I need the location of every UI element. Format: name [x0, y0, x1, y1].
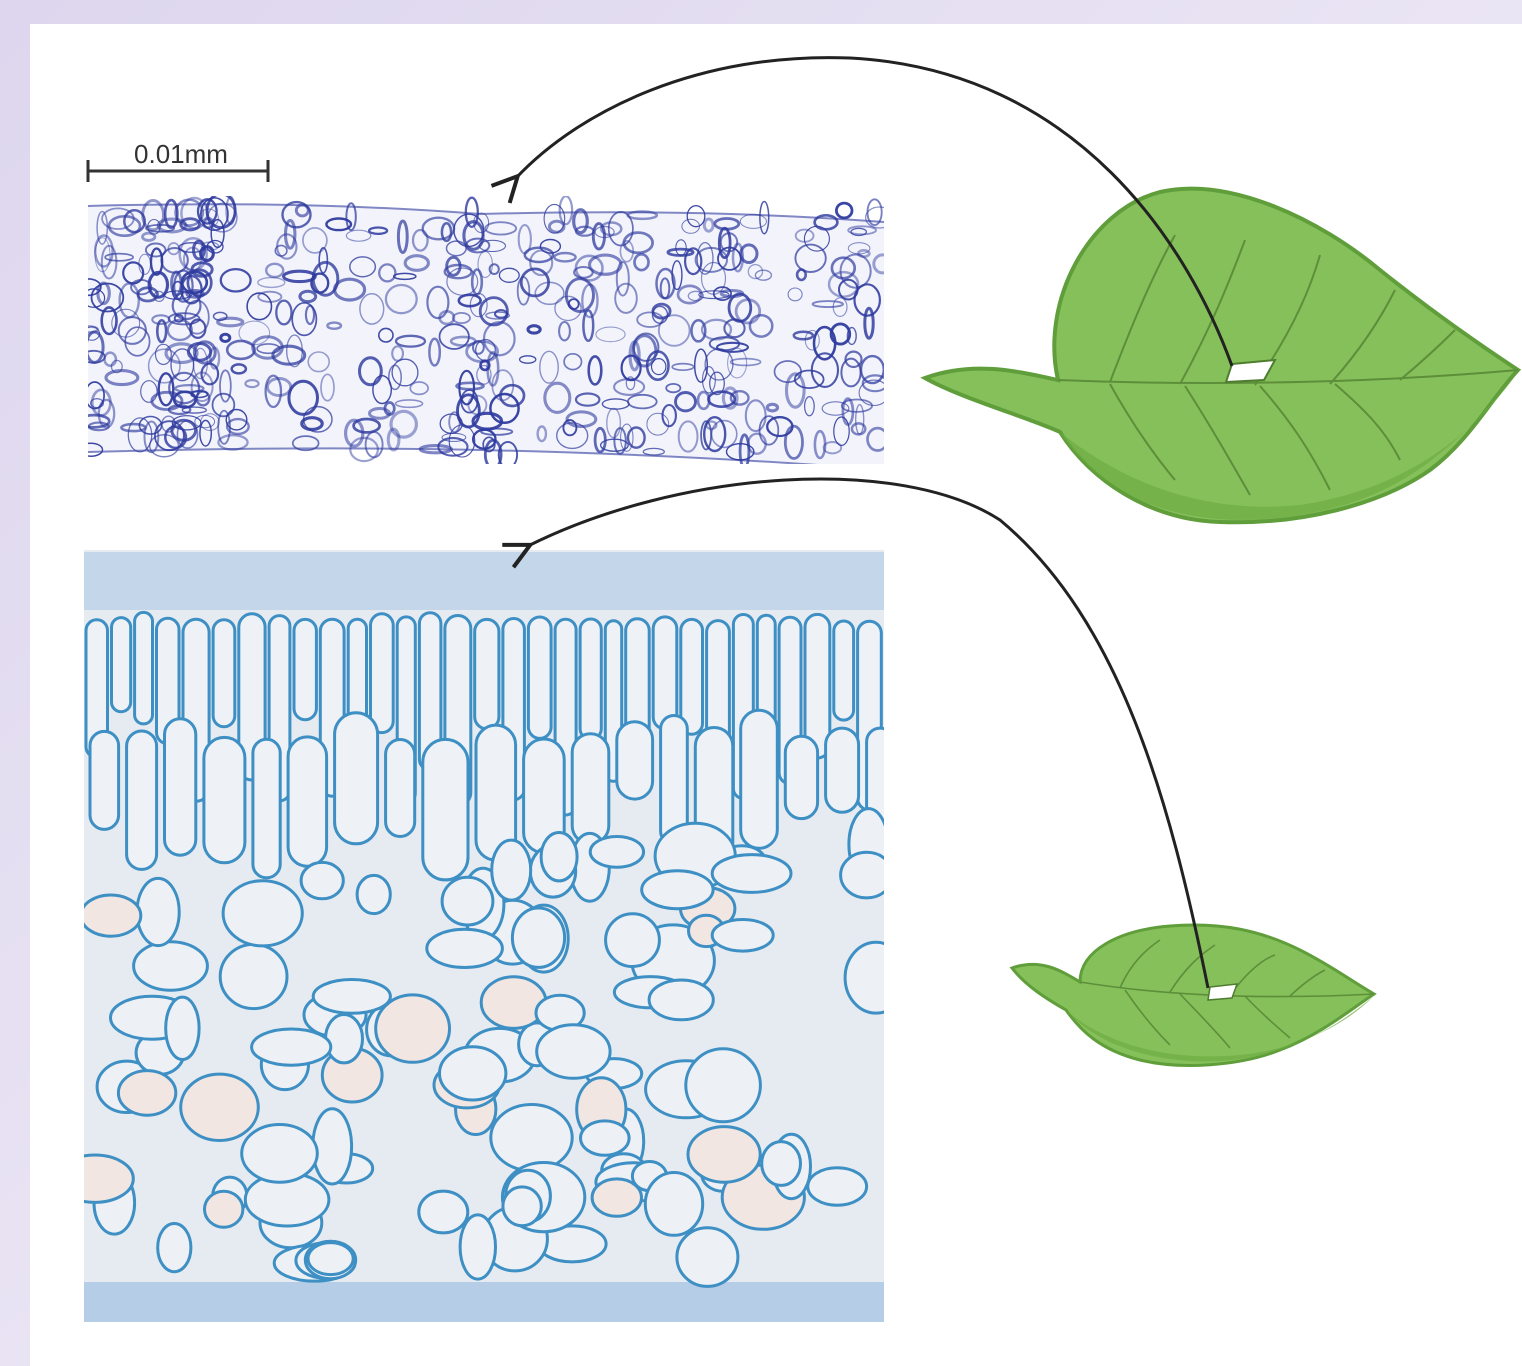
- palisade-cell: [681, 619, 703, 734]
- spongy-cell: [686, 1049, 761, 1122]
- spongy-cell: [688, 1127, 760, 1183]
- scale-bar: 0.01mm: [88, 139, 268, 182]
- palisade-cell: [617, 722, 653, 799]
- spongy-cell: [220, 944, 287, 1008]
- palisade-cell: [112, 618, 131, 712]
- palisade-cell: [741, 710, 778, 848]
- palisade-cell: [204, 737, 245, 862]
- spongy-cell: [301, 862, 343, 898]
- spongy-cell: [223, 881, 302, 946]
- palisade-cell: [475, 619, 499, 728]
- palisade-cell: [135, 612, 153, 724]
- thick-leaf-section: [56, 550, 907, 1322]
- thin-leaf-section: [76, 194, 893, 470]
- spongy-cell: [242, 1125, 318, 1183]
- spongy-cell: [134, 942, 208, 991]
- spongy-cell: [308, 1243, 353, 1275]
- spongy-cell: [762, 1142, 801, 1186]
- spongy-cell: [845, 942, 907, 1013]
- upper-epidermis: [84, 552, 884, 610]
- spongy-cell: [481, 977, 546, 1029]
- spongy-cell: [712, 920, 773, 952]
- spongy-cell: [56, 1155, 133, 1202]
- scale-bar-label: 0.01mm: [134, 139, 228, 169]
- spongy-cell: [649, 980, 713, 1020]
- palisade-cell: [165, 719, 196, 855]
- spongy-cell: [677, 1228, 738, 1287]
- palisade-cell: [572, 734, 609, 844]
- spongy-cell: [642, 871, 713, 909]
- spongy-cell: [118, 1071, 175, 1116]
- palisade-cell: [580, 619, 601, 739]
- palisade-layer: [86, 612, 894, 880]
- spongy-cell: [419, 1191, 468, 1233]
- spongy-cell: [205, 1191, 243, 1227]
- spongy-cell: [512, 908, 564, 967]
- spongy-cell: [503, 1187, 541, 1226]
- spongy-cell: [81, 895, 141, 936]
- palisade-cell: [423, 739, 468, 880]
- palisade-cell: [371, 614, 394, 733]
- spongy-cell: [460, 1215, 495, 1279]
- spongy-cell: [606, 914, 660, 967]
- spongy-cell: [158, 1224, 191, 1272]
- spongy-cell: [645, 1173, 702, 1236]
- spongy-cell: [808, 1168, 867, 1205]
- palisade-cell: [834, 621, 854, 720]
- spongy-cell: [440, 1047, 506, 1100]
- large-leaf-icon: [925, 189, 1518, 523]
- small-leaf-sample-cutout: [1208, 984, 1237, 1000]
- spongy-cell: [712, 855, 791, 893]
- spongy-cell: [313, 980, 390, 1014]
- palisade-cell: [785, 736, 817, 818]
- spongy-cell: [581, 1121, 630, 1155]
- thin-section-cell: [836, 203, 852, 218]
- spongy-cell: [590, 837, 643, 868]
- palisade-cell: [213, 620, 235, 727]
- palisade-cell: [653, 617, 677, 729]
- palisade-cell: [826, 728, 859, 812]
- palisade-cell: [127, 731, 157, 869]
- lower-epidermis: [84, 1282, 884, 1322]
- small-leaf-icon: [1012, 925, 1374, 1065]
- spongy-cell: [326, 1014, 363, 1062]
- palisade-cell: [335, 713, 378, 844]
- spongy-cell: [537, 1025, 610, 1079]
- palisade-cell: [528, 617, 551, 738]
- spongy-cell: [137, 878, 179, 945]
- spongy-cell: [541, 833, 577, 881]
- spongy-cell: [313, 1109, 352, 1184]
- palisade-cell: [90, 731, 119, 829]
- spongy-cell: [166, 997, 199, 1059]
- palisade-cell: [288, 737, 327, 866]
- spongy-cell: [492, 840, 531, 900]
- spongy-cell: [841, 852, 893, 898]
- palisade-cell: [294, 619, 316, 719]
- spongy-cell: [252, 1029, 331, 1065]
- spongy-cell: [427, 929, 503, 967]
- spongy-cell: [442, 877, 493, 925]
- palisade-cell: [253, 739, 280, 878]
- palisade-cell: [386, 740, 415, 837]
- spongy-cell: [491, 1105, 572, 1171]
- spongy-cell: [357, 875, 390, 913]
- spongy-cell: [181, 1074, 259, 1140]
